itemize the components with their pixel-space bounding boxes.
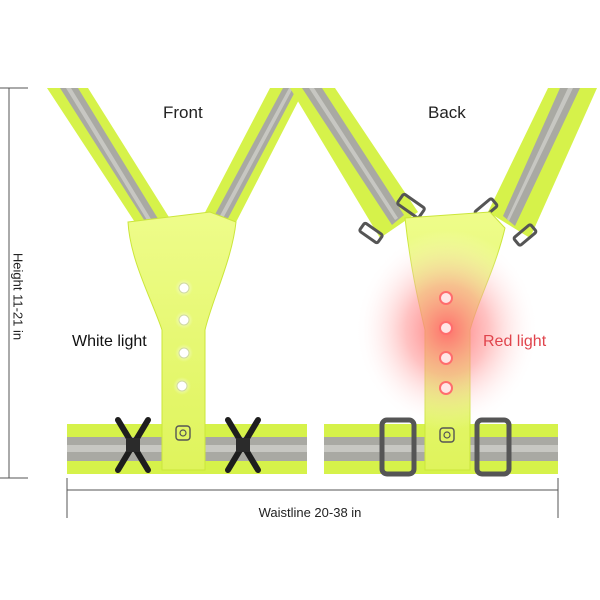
back-right-slider-buckle bbox=[474, 417, 512, 477]
height-dimension bbox=[0, 87, 28, 479]
front-left-buckle bbox=[115, 417, 151, 473]
front-right-buckle bbox=[225, 417, 261, 473]
red-light-label: Red light bbox=[483, 333, 547, 350]
front-power-button-icon bbox=[175, 425, 191, 441]
white-light-label: White light bbox=[72, 333, 147, 350]
height-label: Height 11-21 in bbox=[10, 252, 26, 341]
waistline-label: Waistline 20-38 in bbox=[258, 505, 362, 520]
front-led-panel bbox=[127, 211, 237, 471]
front-leds bbox=[173, 279, 193, 395]
front-right-strap bbox=[200, 88, 305, 230]
back-power-button-icon bbox=[439, 427, 455, 443]
back-left-clip bbox=[396, 192, 426, 220]
back-left-slider-buckle bbox=[379, 417, 417, 477]
back-left-strap bbox=[290, 88, 418, 238]
back-vest bbox=[290, 88, 597, 477]
waist-dimension bbox=[66, 478, 559, 518]
front-left-strap bbox=[47, 88, 172, 230]
back-right-strap bbox=[488, 88, 597, 238]
back-label: Back bbox=[428, 103, 466, 122]
back-left-clip-lower bbox=[358, 221, 384, 245]
front-label: Front bbox=[163, 103, 203, 122]
back-right-clip-lower bbox=[512, 223, 538, 247]
front-vest bbox=[47, 88, 307, 474]
back-leds bbox=[439, 291, 453, 395]
